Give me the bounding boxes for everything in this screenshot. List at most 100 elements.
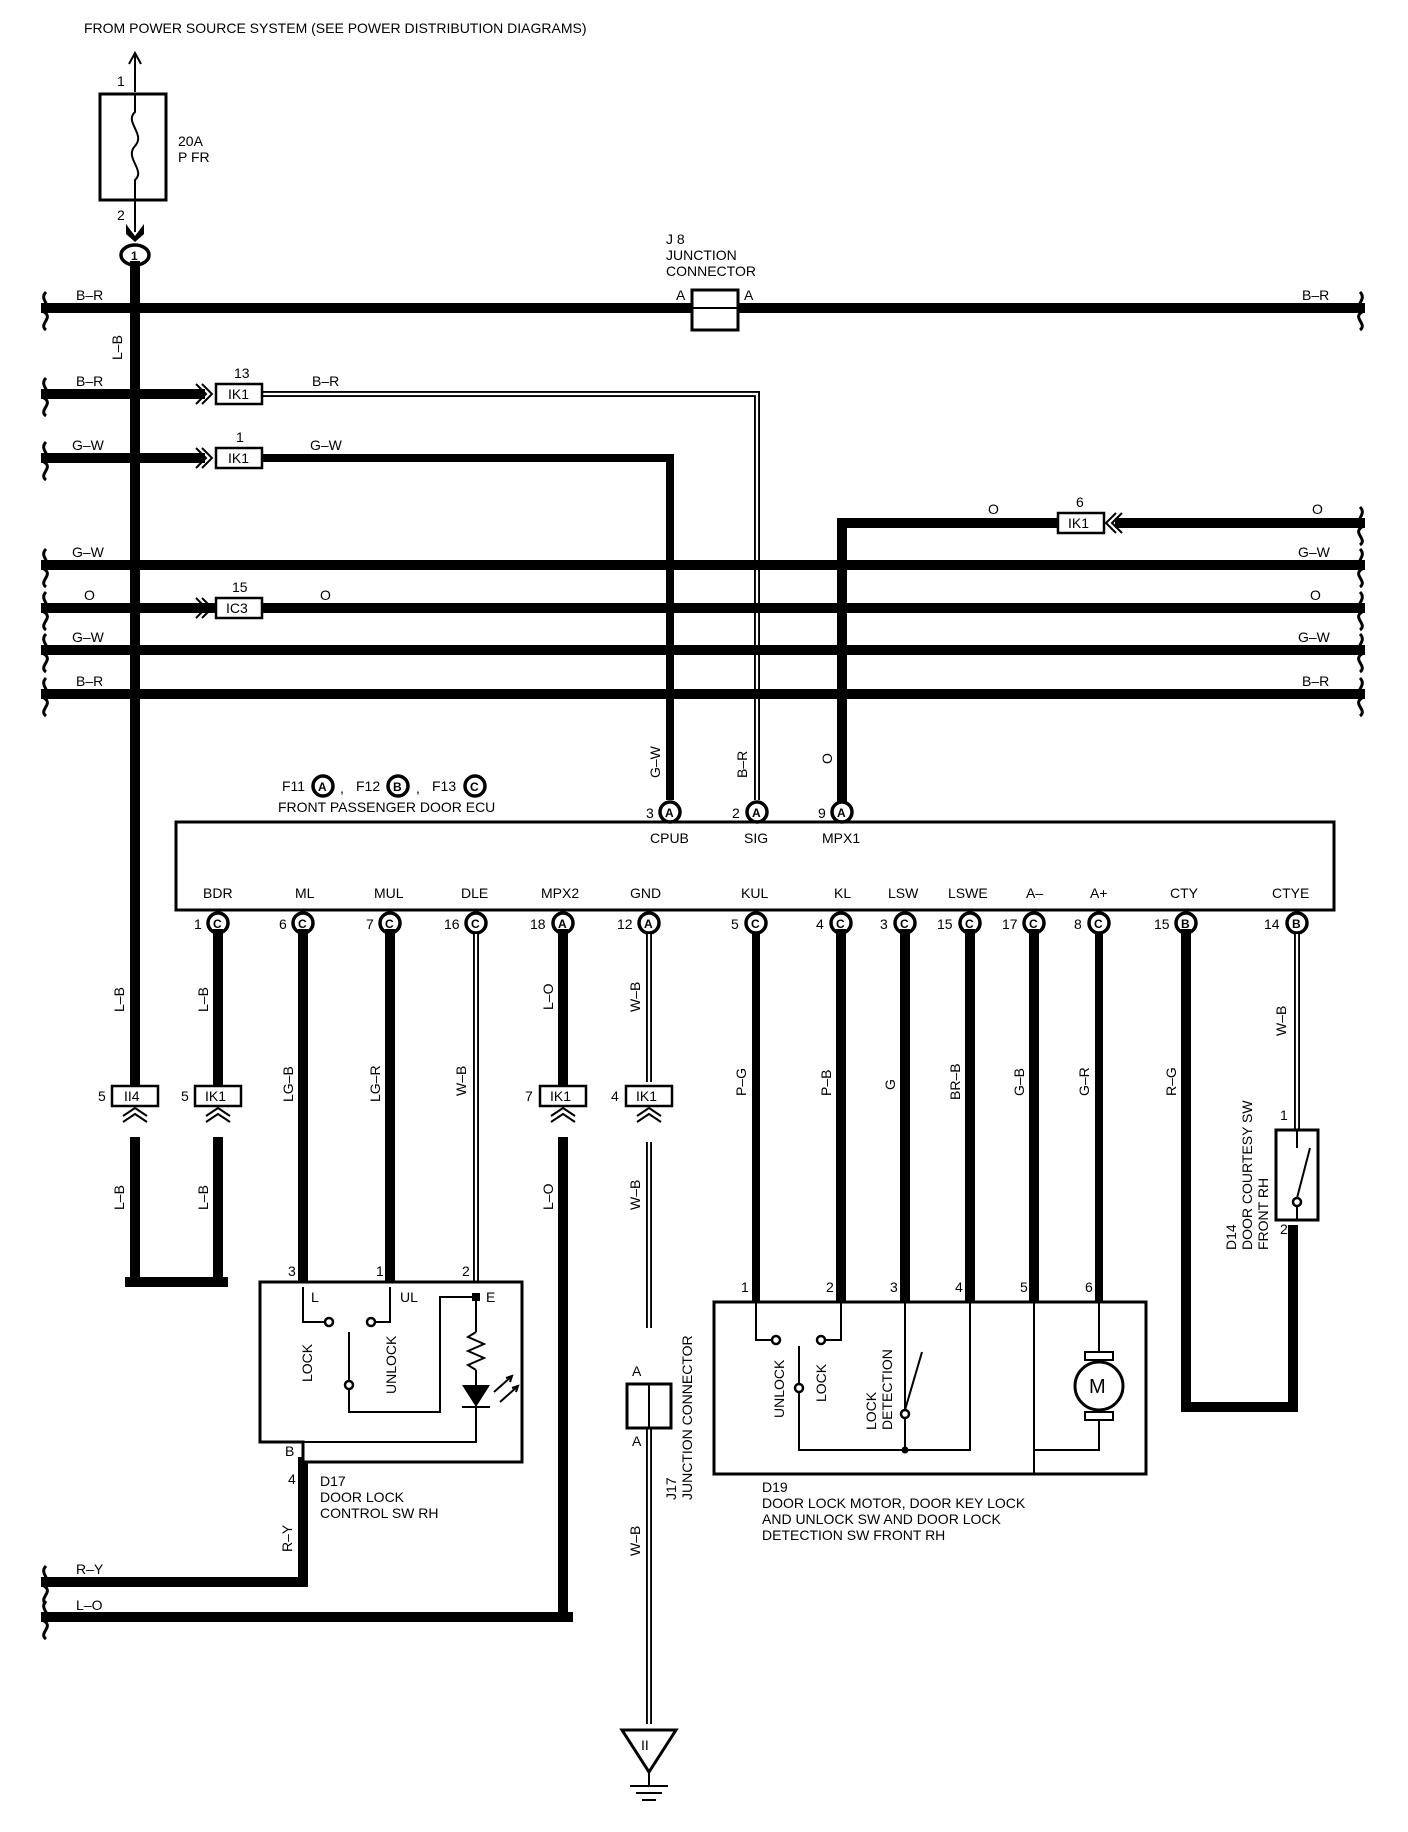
ik1-4-pin: 4 bbox=[611, 1088, 619, 1104]
d19-id: D19 bbox=[762, 1479, 788, 1495]
wire-label-lg-r: LG–R bbox=[367, 1065, 383, 1102]
d19-caption-1: DOOR LOCK MOTOR, DOOR KEY LOCK bbox=[762, 1495, 1026, 1511]
ecu-pin-label-ctye: CTYE bbox=[1272, 885, 1309, 901]
inline-connector-ik1-7: IK1 7 bbox=[525, 1084, 588, 1123]
ecu-pin-mpx2-letter: A bbox=[558, 917, 567, 931]
d19-caption-2: AND UNLOCK SW AND DOOR LOCK bbox=[762, 1511, 1001, 1527]
wire-label-lb: L–B bbox=[109, 335, 125, 360]
d17-term-l: L bbox=[311, 1289, 319, 1305]
ecu-conn-sep1: , bbox=[340, 780, 344, 796]
ik1-7-pin: 7 bbox=[525, 1088, 533, 1104]
wire-label-lb-upper-2: L–B bbox=[195, 987, 211, 1012]
ic3-15-name: IC3 bbox=[226, 600, 248, 616]
ecu-pin-ml-letter: C bbox=[298, 917, 307, 931]
j17-id: J17 bbox=[663, 1477, 679, 1500]
ecu-top-pin-3-num: 3 bbox=[646, 805, 654, 821]
inline-connector-ik1-1: IK1 1 bbox=[195, 429, 264, 470]
ik1-4-name: IK1 bbox=[636, 1088, 657, 1104]
front-passenger-door-ecu: F11 A , F12 B , F13 C FRONT PASSENGER DO… bbox=[174, 745, 1336, 935]
ecu-pin-label-a-minus: A– bbox=[1026, 885, 1043, 901]
wire-label-gw-ik1-right: G–W bbox=[310, 437, 343, 453]
ecu-pin-kul-letter: C bbox=[751, 917, 760, 931]
d17-unlock-label: UNLOCK bbox=[383, 1335, 399, 1394]
j8-line2: CONNECTOR bbox=[666, 263, 756, 279]
d17-pin-1: 1 bbox=[376, 1263, 384, 1279]
ecu-pin-label-mul: MUL bbox=[374, 885, 404, 901]
wire-label-br-main-right: B–R bbox=[1302, 287, 1329, 303]
inline-connector-ik1-13: IK1 13 bbox=[195, 365, 264, 406]
ecu-conn-f12-letter: B bbox=[393, 780, 402, 794]
ik1-5-name: IK1 bbox=[205, 1088, 226, 1104]
wire-label-mpx1: O bbox=[819, 753, 835, 764]
ecu-top-pin-2-num: 2 bbox=[732, 805, 740, 821]
ecu-pin-lsw-num: 3 bbox=[880, 916, 888, 932]
fuse-name: P FR bbox=[178, 149, 210, 165]
fuse-20a-pfr: 1 20A P FR 2 1 bbox=[98, 50, 210, 267]
d19-motor-label: M bbox=[1089, 1376, 1106, 1398]
wire-label-o-ik1-left: O bbox=[988, 501, 999, 517]
ecu-pin-mul-letter: C bbox=[385, 917, 394, 931]
ecu-pin-ml-num: 6 bbox=[279, 916, 287, 932]
wire-label-lg-b: LG–B bbox=[280, 1066, 296, 1102]
ecu-pin-a-plus-num: 8 bbox=[1074, 916, 1082, 932]
d19-lock-detection-1: LOCK bbox=[863, 1391, 879, 1430]
ecu-pin-kl-num: 4 bbox=[816, 916, 824, 932]
splice-1-label: 1 bbox=[131, 249, 138, 263]
ecu-pin-label-cty: CTY bbox=[1170, 885, 1199, 901]
wire-label-o-ic3-right: O bbox=[320, 587, 331, 603]
ecu-pin-label-a-plus: A+ bbox=[1090, 885, 1108, 901]
j8-id: J 8 bbox=[666, 231, 685, 247]
ecu-pin-label-ml: ML bbox=[295, 885, 315, 901]
ecu-pin-bdr-letter: C bbox=[213, 917, 222, 931]
wire-label-gw-bus2-left: G–W bbox=[72, 629, 105, 645]
wire-label-br-ik1-right: B–R bbox=[312, 373, 339, 389]
wire-label-o-bus-left: O bbox=[84, 587, 95, 603]
j8-pin-right: A bbox=[744, 287, 754, 303]
inline-connector-ik1-5: IK1 5 bbox=[181, 1084, 243, 1123]
wire-label-p-b: P–B bbox=[818, 1070, 834, 1096]
fuse-pin-2: 2 bbox=[117, 207, 125, 223]
d17-pin-3: 3 bbox=[288, 1263, 296, 1279]
ecu-pin-lswe-letter: C bbox=[965, 917, 974, 931]
ecu-pin-gnd-letter: A bbox=[644, 917, 653, 931]
wire-label-wb-mid: W–B bbox=[627, 1180, 643, 1210]
ecu-name: FRONT PASSENGER DOOR ECU bbox=[278, 799, 495, 815]
ecu-pin-cty-num: 15 bbox=[1154, 916, 1170, 932]
inline-connector-ic3-15: IC3 15 bbox=[195, 579, 264, 620]
ik1-6-pin: 6 bbox=[1076, 494, 1084, 510]
d14-caption-1: DOOR COURTESY SW bbox=[1239, 1100, 1255, 1250]
j8-line1: JUNCTION bbox=[666, 247, 737, 263]
d14-caption-2: FRONT RH bbox=[1255, 1178, 1271, 1250]
ik1-13-name: IK1 bbox=[228, 386, 249, 402]
j17-pin-bottom: A bbox=[632, 1433, 642, 1449]
wire-label-r-y-bottom: R–Y bbox=[76, 1561, 104, 1577]
d19-pin-6: 6 bbox=[1085, 1279, 1093, 1295]
wire-label-br-b: BR–B bbox=[947, 1063, 963, 1100]
ecu-pin-cty-letter: B bbox=[1181, 917, 1190, 931]
ecu-pin-a-minus-num: 17 bbox=[1002, 916, 1018, 932]
d17-caption-1: DOOR LOCK bbox=[320, 1489, 405, 1505]
wire-label-wb-upper: W–B bbox=[627, 982, 643, 1012]
ecu-conn-f11: F11 bbox=[282, 778, 305, 794]
ik1-5-pin: 5 bbox=[181, 1088, 189, 1104]
ecu-pin-a-minus-letter: C bbox=[1029, 917, 1038, 931]
inline-connector-ii4-5: II4 5 bbox=[98, 1084, 160, 1123]
wire-label-lo-upper: L–O bbox=[540, 983, 556, 1010]
d19-unlock-label: UNLOCK bbox=[771, 1359, 787, 1418]
wire-label-l-o-bottom: L–O bbox=[76, 1597, 103, 1613]
d14-door-courtesy-switch: 1 2 D14 DOOR COURTESY SW FRONT RH bbox=[1223, 1100, 1320, 1250]
d17-pin-4: 4 bbox=[288, 1471, 296, 1487]
ic3-15-pin: 15 bbox=[232, 579, 248, 595]
wire-label-g: G bbox=[882, 1079, 898, 1090]
d19-pin-2: 2 bbox=[826, 1279, 834, 1295]
wire-label-lo-lower: L–O bbox=[540, 1183, 556, 1210]
inline-connector-ik1-4: IK1 4 bbox=[611, 1084, 674, 1123]
ecu-top-pin-3-letter: A bbox=[665, 806, 674, 820]
ecu-pin-kl-letter: C bbox=[836, 917, 845, 931]
ground-label: II bbox=[641, 1737, 649, 1753]
wire-label-br-bus-left: B–R bbox=[76, 673, 103, 689]
ecu-pin-label-dle: DLE bbox=[461, 885, 488, 901]
ecu-pin-label-mpx1: MPX1 bbox=[822, 830, 860, 846]
wire-label-r-g: R–G bbox=[1163, 1067, 1179, 1096]
